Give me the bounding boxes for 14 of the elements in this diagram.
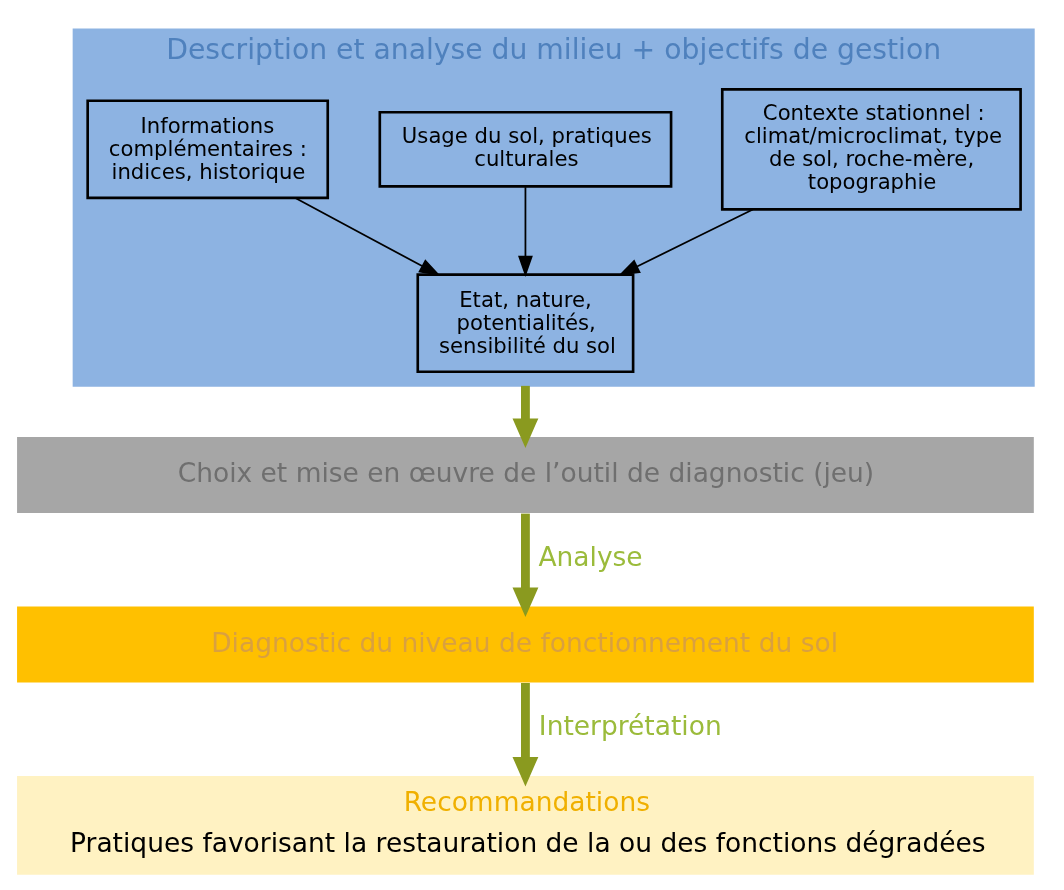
node-box: Contexte stationnel : climat/microclimat, type de sol, roche-mère, topographie xyxy=(720,88,1022,211)
edge-label: Interprétation xyxy=(538,710,722,742)
node-box: Usage du sol, pratiques culturales xyxy=(378,110,672,188)
arrow xyxy=(517,186,533,278)
node-box: Diagnostic du niveau de fonctionnement du sol xyxy=(16,606,1034,683)
arrow xyxy=(512,385,538,448)
arrow xyxy=(512,683,538,787)
arrow xyxy=(512,513,538,617)
arrow xyxy=(293,197,440,276)
edge-label: Analyse xyxy=(537,540,643,572)
arrow xyxy=(618,208,754,276)
node-box: Informations complémentaires : indices, historique xyxy=(85,99,329,200)
node-box: Etat, nature, potentialités, sensibilité du sol xyxy=(415,273,634,374)
node-box: Recommandations Pratiques favorisant la restauration de la ou des fonctions dégradées xyxy=(16,776,1034,875)
